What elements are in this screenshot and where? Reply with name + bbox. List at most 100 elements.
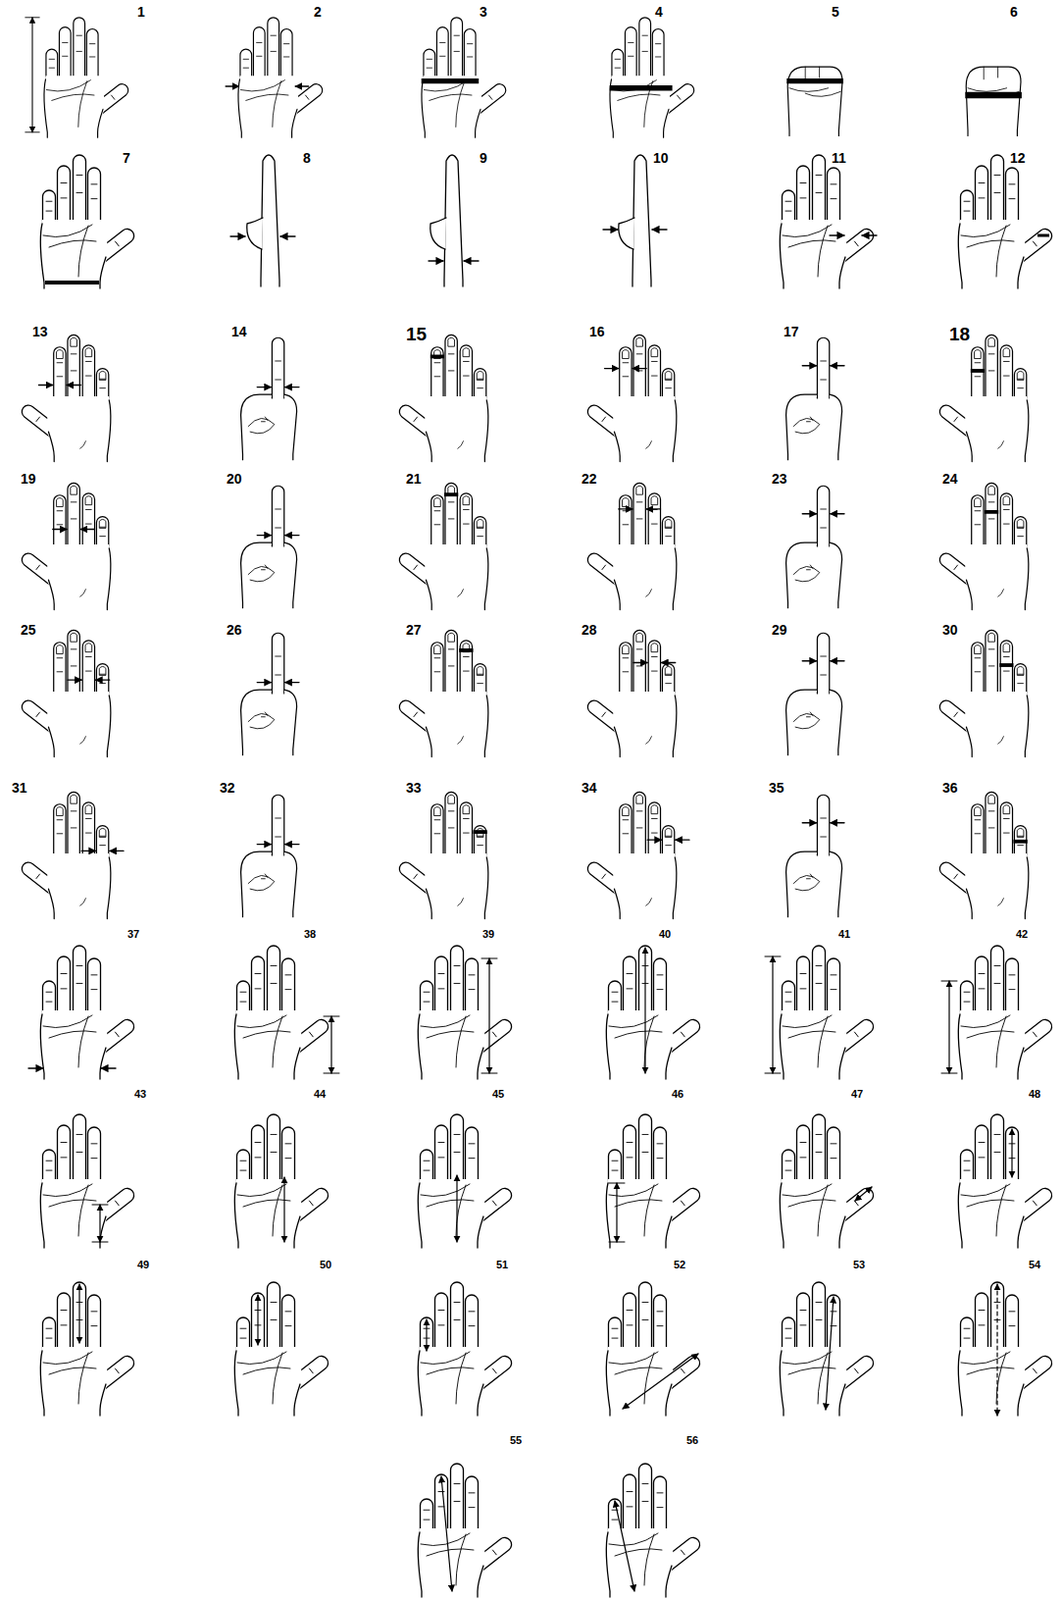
finger-crease — [56, 818, 63, 820]
palm-crease — [455, 81, 465, 128]
fist — [786, 851, 843, 917]
finger-crease — [56, 657, 63, 658]
finger-crease — [60, 1141, 67, 1143]
finger-crease — [438, 1505, 445, 1507]
palm-crease — [817, 225, 828, 277]
finger-crease — [1017, 682, 1024, 684]
finger-crease — [434, 509, 441, 511]
finger-crease — [988, 648, 995, 650]
palm-fill — [423, 396, 489, 456]
finger-crease — [46, 210, 52, 212]
palm-crease — [78, 1015, 89, 1067]
palm-edge — [426, 888, 433, 918]
finger-crease — [963, 1337, 970, 1339]
palm-edge — [234, 1013, 239, 1079]
finger-crease — [100, 387, 106, 389]
palm-edge — [1017, 256, 1024, 289]
palm-edge — [49, 888, 55, 918]
measure-arrow — [605, 367, 619, 369]
palm-crease — [51, 94, 95, 101]
finger-crease — [86, 656, 93, 658]
palm-edge — [484, 695, 489, 758]
palm-edge — [44, 79, 48, 138]
palm-edge — [966, 431, 973, 461]
finger-crease — [492, 1200, 497, 1206]
finger-crease — [978, 182, 985, 184]
finger — [633, 334, 646, 397]
finger-crease — [438, 1323, 445, 1325]
finger-crease — [254, 972, 261, 974]
palm-crease — [455, 1352, 466, 1404]
finger — [985, 334, 998, 397]
finger — [431, 642, 444, 694]
finger-crease — [636, 369, 643, 371]
finger-crease — [463, 508, 470, 510]
finger — [445, 482, 457, 545]
finger — [1006, 167, 1019, 222]
palm-crease — [272, 1184, 283, 1236]
callout-number: 21 — [405, 471, 422, 486]
finger-crease — [308, 1367, 313, 1373]
measure-arrow — [633, 661, 648, 663]
finger-crease — [611, 991, 618, 993]
hand-figure — [958, 1281, 1055, 1416]
finger-crease — [978, 1141, 985, 1143]
palm-edge — [1024, 857, 1029, 919]
fist — [786, 394, 843, 460]
finger-crease — [423, 1509, 430, 1511]
finger — [459, 802, 472, 856]
palm-edge — [426, 431, 433, 461]
palm-edge — [40, 1182, 45, 1248]
finger-crease — [114, 241, 119, 247]
measure-band — [609, 85, 673, 91]
finger-crease — [626, 1156, 633, 1158]
finger — [797, 956, 810, 1012]
finger — [53, 642, 66, 694]
finger-crease — [1004, 656, 1011, 658]
finger-crease — [434, 657, 441, 658]
finger — [971, 804, 984, 856]
dimension-line — [948, 980, 950, 1073]
finger-crease — [434, 818, 441, 820]
finger-crease — [240, 1337, 247, 1339]
hand-figure — [417, 1463, 514, 1597]
finger-crease — [854, 1367, 859, 1373]
curled-thumb — [793, 417, 820, 434]
palm-crease — [243, 1030, 291, 1038]
measure-arrow — [101, 1066, 116, 1068]
palm-fill — [417, 1178, 487, 1242]
finger-crease — [492, 1367, 497, 1373]
hand-figure — [786, 66, 844, 136]
finger — [985, 791, 998, 854]
callout-number: 24 — [942, 471, 959, 486]
fingernail — [56, 645, 64, 655]
measure-band — [444, 492, 458, 497]
finger-crease — [656, 43, 661, 45]
fingernail — [651, 348, 658, 357]
palm-fill — [44, 75, 106, 133]
finger-crease — [677, 95, 681, 100]
fingernail — [988, 337, 996, 347]
finger — [53, 495, 66, 547]
hand-figure — [603, 154, 667, 287]
measure-arrow — [632, 367, 647, 369]
finger-crease — [423, 1169, 430, 1171]
palm-edge — [614, 888, 621, 918]
finger-crease — [622, 361, 629, 363]
finger-crease — [285, 1310, 292, 1312]
hand-figure — [28, 945, 137, 1079]
raised-finger — [271, 794, 284, 856]
finger-crease — [815, 174, 822, 176]
finger-crease — [413, 711, 418, 716]
callout-number: 37 — [127, 928, 140, 940]
skin-line — [80, 441, 87, 450]
finger — [639, 1113, 653, 1179]
palm-edge — [49, 431, 55, 461]
finger-crease — [974, 523, 981, 525]
finger-crease — [240, 1001, 247, 1003]
finger-crease — [652, 523, 658, 525]
curled-thumb — [248, 874, 275, 891]
hand-figure — [958, 154, 1055, 289]
finger-crease — [854, 1200, 859, 1206]
finger — [53, 804, 66, 856]
